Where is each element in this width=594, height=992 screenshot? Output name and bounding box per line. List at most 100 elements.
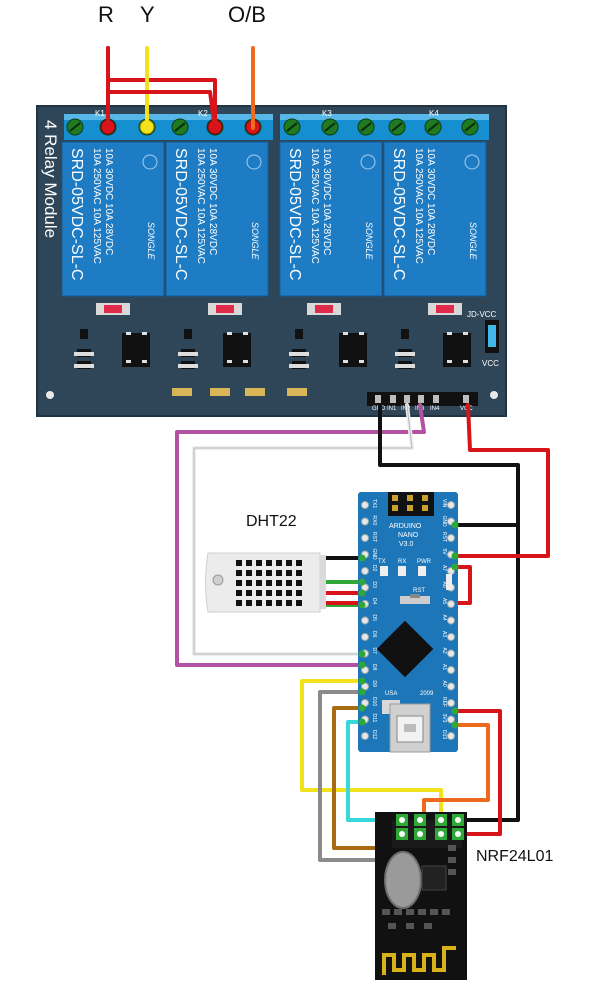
dht22-vent (276, 580, 282, 586)
relay-spec-2: 10A 30VDC 10A 28VDC (321, 148, 332, 255)
header-pin-label: IN1 (387, 406, 397, 412)
nano-name-1: ARDUINO (389, 523, 422, 530)
dht22-vent (296, 580, 302, 586)
dht22-vent (246, 570, 252, 576)
nano-pin-left (361, 517, 369, 526)
nrf24-smd (388, 923, 396, 929)
header-pin-label: IN4 (430, 406, 440, 412)
mount-hole (490, 391, 498, 399)
dht22-vent (266, 600, 272, 606)
nano-pin-left (361, 534, 369, 542)
icsp-pin (422, 495, 428, 501)
header-pin (404, 395, 410, 403)
dht22-vent (296, 600, 302, 606)
dht22-vent (276, 560, 282, 566)
channel-label-k3: K3 (322, 109, 332, 118)
dht22-vent (286, 600, 292, 606)
nano-pin-label-right: A1 (441, 664, 447, 670)
nano-pin-wired (451, 721, 459, 729)
led-label-pwr: PWR (417, 559, 432, 565)
nrf24-smd (448, 869, 456, 875)
relay-brand: SONGLE (250, 222, 260, 261)
nano-pin-label-left: D4 (371, 598, 377, 605)
nano-pin-label-right: A7 (441, 565, 447, 571)
wire-label-ob: O/B (228, 2, 266, 27)
icsp-pin (392, 495, 398, 501)
dht22-vent (266, 570, 272, 576)
icsp-pin (422, 505, 428, 511)
dht22-vent (266, 590, 272, 596)
nano-pin-left (361, 616, 369, 625)
nrf24-smd (394, 909, 402, 915)
transistor (80, 329, 88, 339)
wire-label-r: R (98, 2, 114, 27)
nano-pin-right (447, 715, 455, 724)
dht22-vent (256, 580, 262, 586)
header-pin (463, 395, 469, 403)
nano-pin-label-left: D6 (371, 631, 377, 638)
nano-pin-wired (358, 718, 366, 726)
nano-pin-label-left: D8 (371, 664, 377, 671)
transistor (295, 329, 303, 339)
led-rx (398, 566, 406, 576)
relay-brand: SONGLE (364, 222, 374, 261)
nano-pin-left (361, 567, 369, 575)
nano-pin-left (361, 583, 369, 592)
dht22-vent (276, 570, 282, 576)
relay-model: SRD-05VDC-SL-C (286, 148, 303, 280)
nano-pin-right (447, 534, 455, 542)
mount-hole (46, 391, 54, 399)
nano-pin-right (447, 732, 455, 740)
relay-model: SRD-05VDC-SL-C (68, 148, 85, 280)
dht22-vent (236, 560, 242, 566)
dht22-vent (236, 600, 242, 606)
nano-pin-label-right: RST (441, 532, 447, 542)
resistor (210, 388, 230, 396)
nano-pin-label-right: A0 (441, 681, 447, 687)
nano-pin-label-left: D2 (371, 565, 377, 572)
led-tx (380, 566, 388, 576)
reset-button (400, 596, 430, 604)
nano-pin-label-left: TX1 (371, 499, 377, 508)
nano-pin-right (447, 649, 455, 658)
nano-pin-wired (451, 707, 459, 715)
dht22-vent (286, 560, 292, 566)
dht22-vent (296, 590, 302, 596)
icsp-pin (392, 505, 398, 511)
channel-label-k1: K1 (95, 109, 105, 118)
nano-pin-label-left: D7 (371, 648, 377, 655)
usb-label: USA (385, 691, 397, 697)
reset-label: RST (413, 588, 425, 594)
nano-pin-label-left: GND (371, 549, 377, 561)
relay-spec-1: 10A 250VAC 10A 125VAC (195, 148, 206, 264)
nano-pin-right (447, 682, 455, 691)
nano-pin-wired (358, 661, 366, 669)
dht22-vent (236, 580, 242, 586)
relay-spec-2: 10A 30VDC 10A 28VDC (425, 148, 436, 255)
nano-pin-label-right: VIN (441, 499, 447, 508)
dht22-body (205, 552, 321, 613)
jumper-label-jdvcc: JD-VCC (467, 310, 497, 319)
nano-pin-right (447, 616, 455, 625)
nrf24-smd (424, 923, 432, 929)
dht22-vent (236, 590, 242, 596)
nano-board (358, 492, 458, 752)
channel-label-k4: K4 (429, 109, 439, 118)
dht22-vent (236, 570, 242, 576)
nano-pin-left (361, 501, 369, 509)
icsp-pin (407, 505, 413, 511)
nano-pin-label-right: D13 (441, 730, 447, 739)
nano-pin-label-left: D12 (371, 730, 377, 739)
transistor (401, 329, 409, 339)
nano-pin-label-left: D5 (371, 615, 377, 622)
resistor (287, 388, 307, 396)
terminal-block-left (64, 114, 273, 140)
nano-pin-wired (451, 552, 459, 560)
nrf24-smd (442, 909, 450, 915)
nano-pin-wired (451, 563, 459, 571)
